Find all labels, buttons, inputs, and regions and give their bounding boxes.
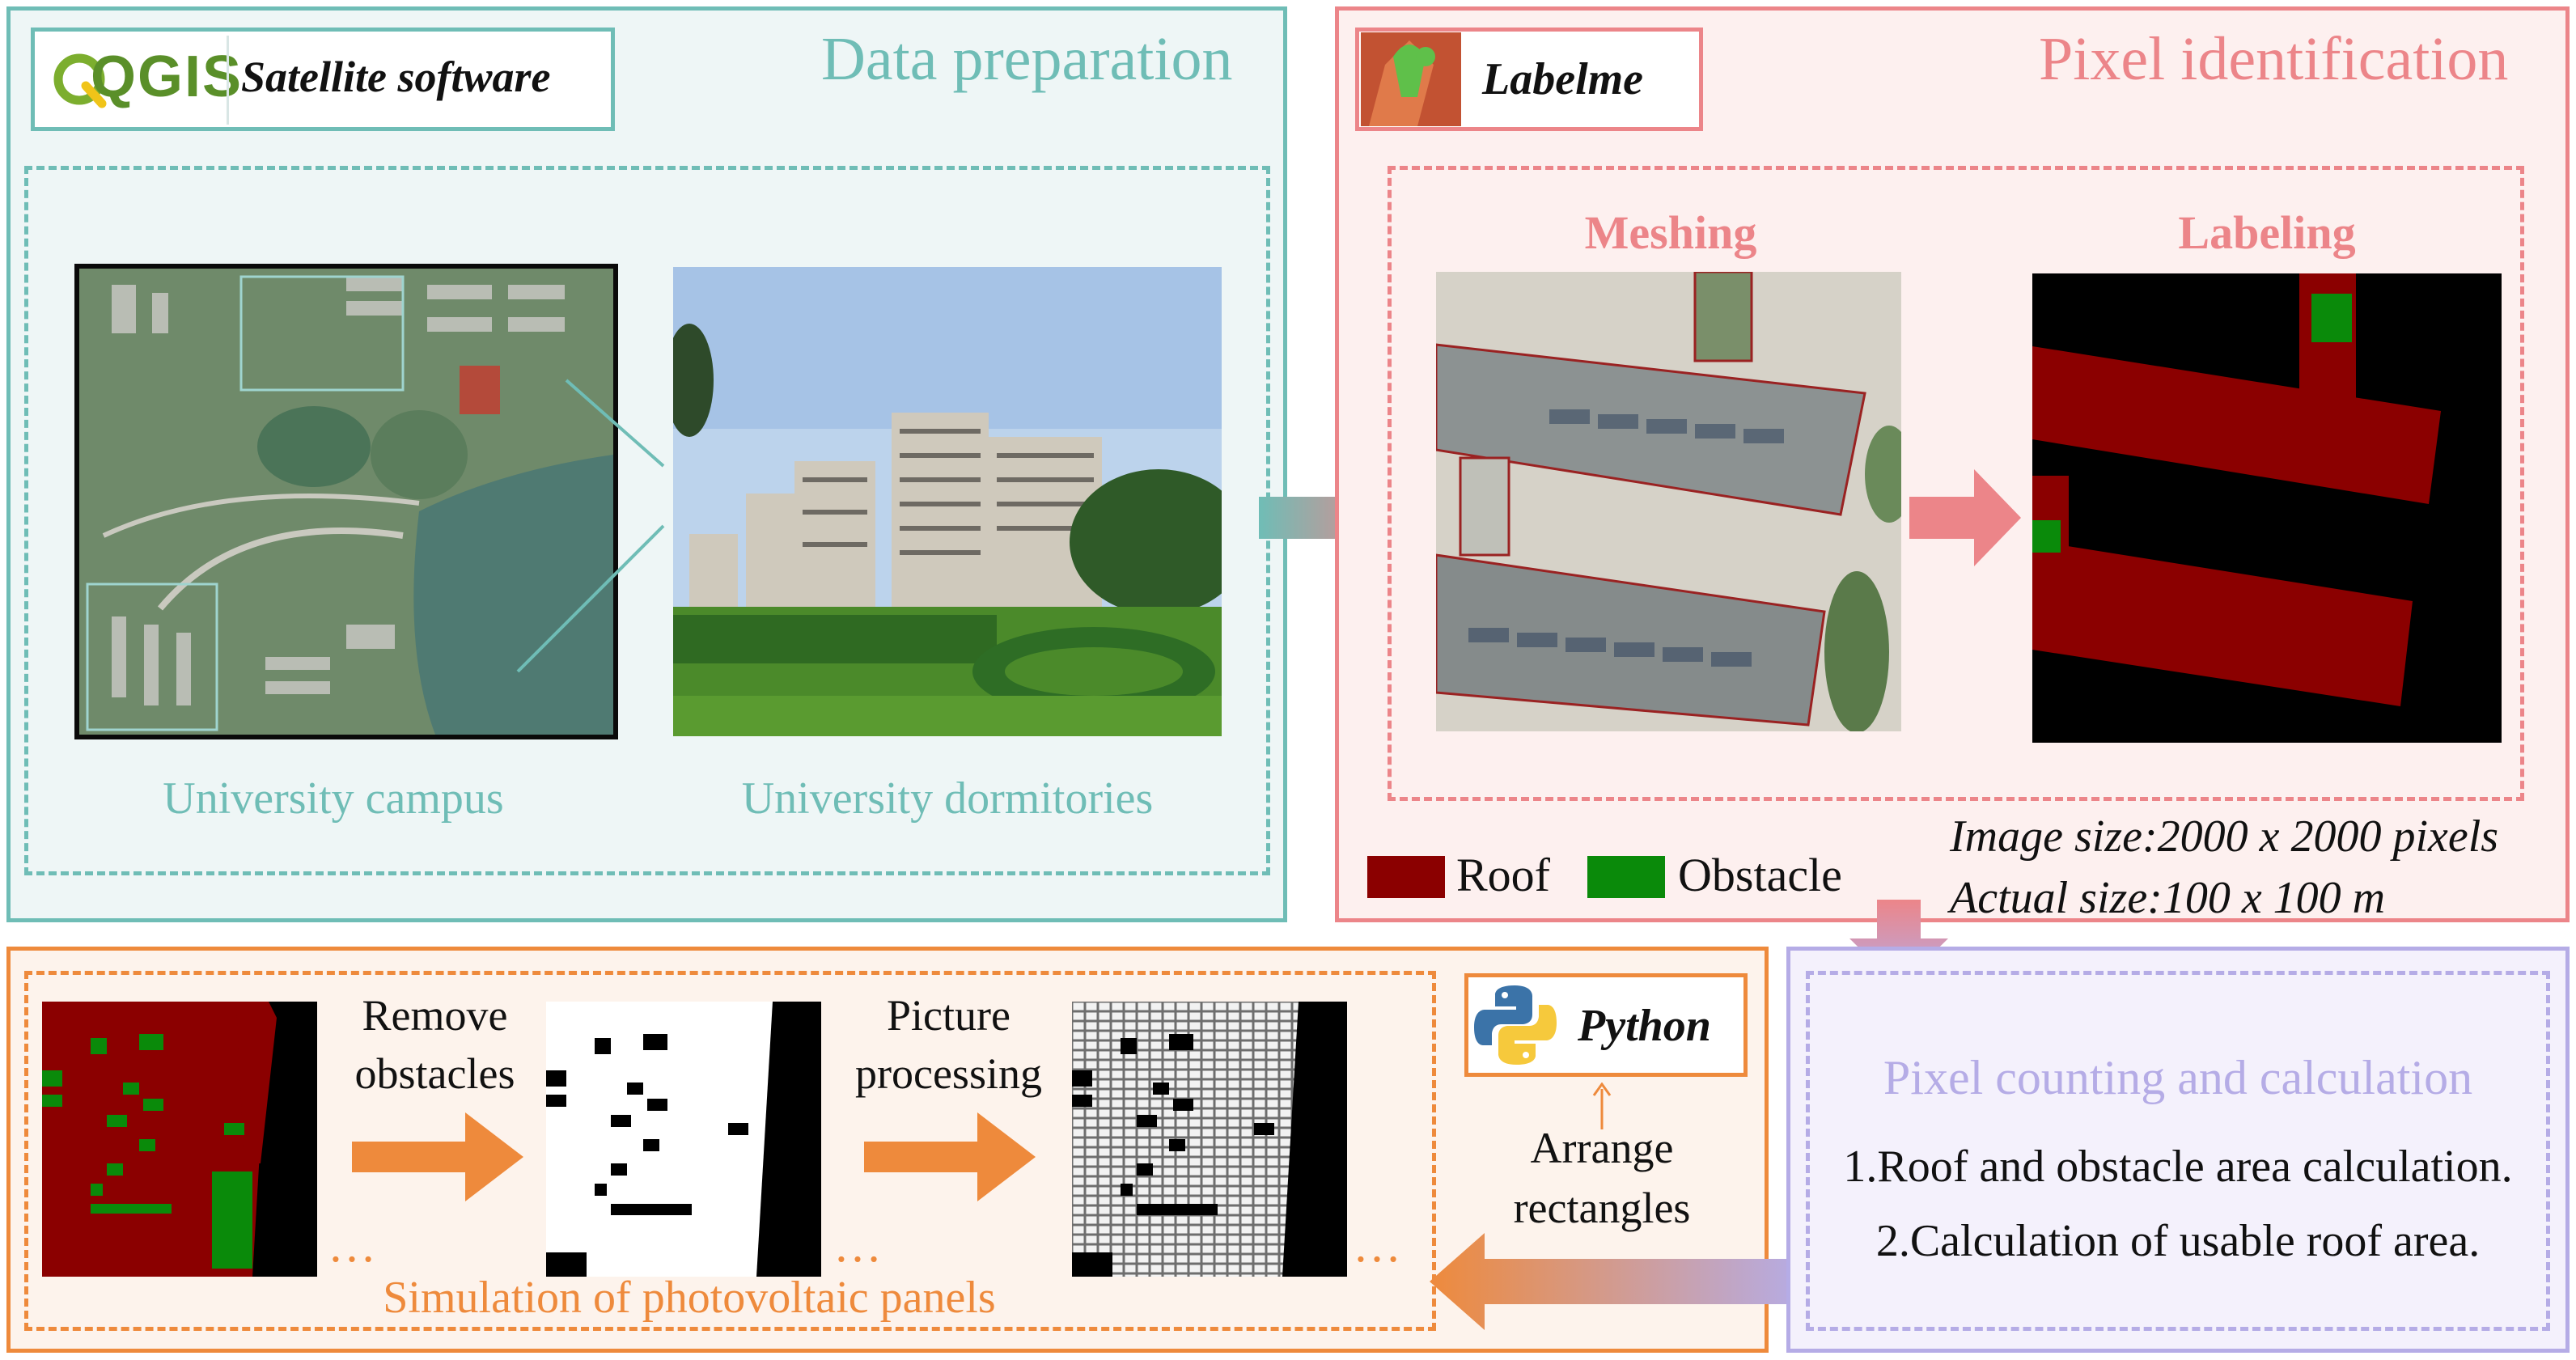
arrange-rectangles-line2: rectangles [1513,1184,1691,1232]
pv-panel-layout-image [1072,1002,1347,1277]
legend-roof-label: Roof [1456,849,1550,901]
university-dormitories-caption: University dormitories [741,773,1154,824]
labeling-mask-image [2032,273,2502,743]
arrange-up-arrow [1592,1082,1612,1129]
labelme-logo-icon [1361,32,1461,126]
qgis-logo-icon [53,53,107,108]
python-label: Python [1578,1001,1711,1051]
pixel-id-dashed-frame [1388,166,2524,801]
pixel-counting-title: Pixel counting and calculation [1883,1051,2473,1104]
data-preparation-title: Data preparation [821,25,1233,93]
roof-obstacle-mask-image [42,1002,317,1277]
legend-roof-swatch [1367,856,1445,898]
remove-obstacles-line1: Remove [362,991,508,1040]
python-logo-icon [1474,985,1557,1065]
satellite-map-graphic [79,269,613,735]
qgis-logo-text: QGIS [91,44,244,109]
arrange-rectangles-line1: Arrange [1530,1124,1674,1172]
qgis-software-box [31,28,615,131]
counting-item-1: 1.Roof and obstacle area calculation. [1843,1142,2513,1192]
legend-obstacle-swatch [1587,856,1665,898]
logo-divider [227,36,229,125]
pixel-identification-title: Pixel identification [2039,25,2509,93]
labeling-mask-graphic [2032,273,2502,743]
identification-to-counting-arrow [1849,900,1948,987]
simulation-dashed-frame [24,971,1436,1331]
simulation-caption: Simulation of photovoltaic panels [383,1273,996,1323]
remove-obstacles-arrow [352,1112,523,1201]
pixel-counting-panel [1786,947,2570,1353]
obstacles-removed-image [546,1002,821,1277]
meshing-aerial-graphic [1436,272,1901,731]
ellipsis-2: … [833,1218,882,1272]
meshing-aerial-image [1436,272,1901,731]
actual-size-text: Actual size:100 x 100 m [1950,873,2386,923]
dormitory-photo-graphic [673,267,1222,736]
counting-item-2: 2.Calculation of usable roof area. [1875,1216,2481,1266]
meshing-label: Meshing [1584,206,1757,259]
labelme-label: Labelme [1482,54,1644,104]
meshing-to-labeling-arrow [1909,469,2021,566]
counting-to-simulation-arrow [1430,1233,1804,1330]
remove-obstacles-line2: obstacles [354,1049,515,1098]
labeling-label: Labeling [2178,206,2356,259]
satellite-software-label: Satellite software [241,53,551,101]
qgis-logo [49,47,218,112]
picture-processing-line1: Picture [887,991,1010,1040]
counting-dashed-frame [1806,971,2550,1331]
image-size-text: Image size:2000 x 2000 pixels [1950,811,2499,862]
dormitory-photo [673,267,1222,736]
ellipsis-1: … [328,1218,376,1272]
ellipsis-3: … [1353,1218,1401,1272]
picture-processing-arrow [864,1112,1036,1201]
legend-obstacle-label: Obstacle [1678,849,1842,901]
university-campus-caption: University campus [163,773,504,824]
picture-processing-line2: processing [855,1049,1042,1098]
python-logo [1471,981,1560,1070]
